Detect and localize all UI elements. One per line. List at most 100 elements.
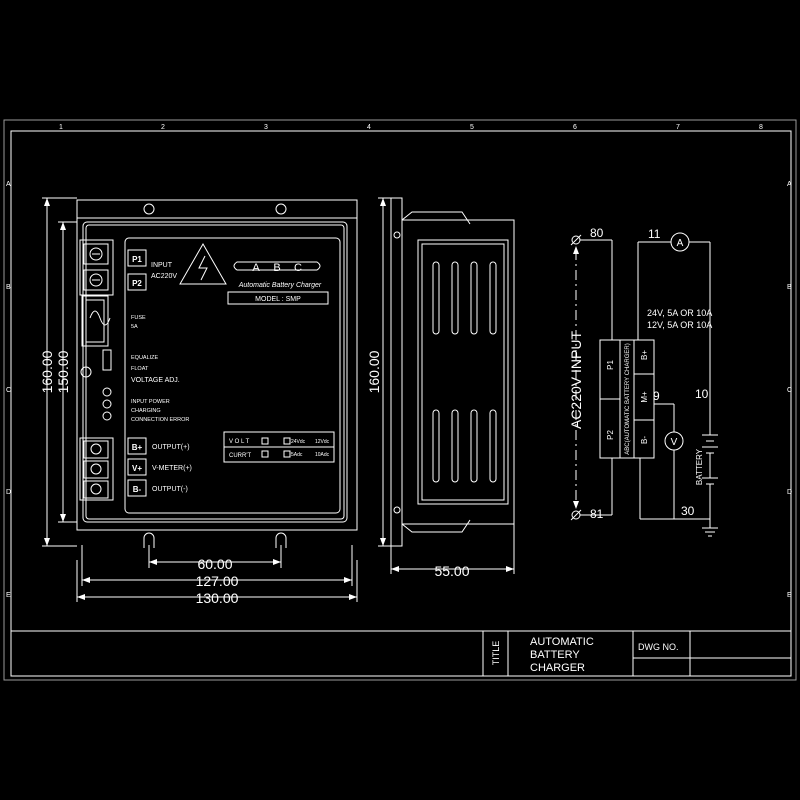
row-marker: B xyxy=(6,284,11,291)
pin-bminus-label: B- xyxy=(640,436,649,444)
row-marker: A xyxy=(6,181,11,188)
row-marker: C xyxy=(6,387,11,394)
col-marker: 4 xyxy=(367,124,371,131)
node-30-label: 30 xyxy=(681,504,695,518)
dim-width-130: 130.00 xyxy=(196,590,239,606)
column-markers: 1 2 3 4 5 6 7 8 xyxy=(59,124,763,131)
fuse-holder xyxy=(81,295,109,347)
brand-letter: B xyxy=(273,262,280,274)
product-name-label: Automatic Battery Charger xyxy=(238,282,322,289)
fuse-label: FUSE xyxy=(131,315,146,321)
row-marker: B xyxy=(787,284,792,291)
dim-height-inner: 150.00 xyxy=(55,350,71,393)
volt-checkbox xyxy=(283,437,291,445)
input-label: INPUT xyxy=(151,262,173,269)
voltage-adj-knob[interactable] xyxy=(80,366,92,378)
terminal-bplus-label: B+ xyxy=(132,443,143,452)
volt-checkbox xyxy=(261,437,269,445)
voltmeter-label: V xyxy=(671,437,678,448)
col-marker: 2 xyxy=(161,124,165,131)
terminal-block-input xyxy=(79,239,114,296)
float-label: FLOAT xyxy=(131,366,149,372)
dim-height-outer: 160.00 xyxy=(39,350,55,393)
node-80-label: 80 xyxy=(590,226,604,240)
curr-10-label: 10Adc xyxy=(315,452,330,458)
input-power-label: INPUT POWER xyxy=(131,399,170,405)
ammeter-label: A xyxy=(677,238,684,249)
equalize-label: EQUALIZE xyxy=(131,355,159,361)
mounting-slot xyxy=(143,532,155,548)
pin-p1-label: P1 xyxy=(606,360,615,370)
side-flange xyxy=(390,197,403,547)
input-voltage-label: AC220V xyxy=(151,273,177,280)
col-marker: 3 xyxy=(264,124,268,131)
title-block: TITLE AUTOMATIC BATTERY CHARGER DWG NO. xyxy=(491,636,679,674)
node-10-label: 10 xyxy=(695,387,709,401)
row-marker: A xyxy=(787,181,792,188)
module-name: ABC(AUTOMATIC BATTERY CHARGER) xyxy=(625,343,631,454)
connection-error-label: CONNECTION ERROR xyxy=(131,417,189,423)
output-minus-label: OUTPUT(-) xyxy=(152,486,188,493)
charging-label: CHARGING xyxy=(131,408,161,414)
rating-24-label: 24V, 5A OR 10A xyxy=(647,308,712,318)
pin-p2-label: P2 xyxy=(606,430,615,440)
row-markers: A B C D E A B C D E xyxy=(6,181,792,599)
battery-icon xyxy=(702,434,718,528)
title-line: BATTERY xyxy=(530,649,580,661)
drawing-frame xyxy=(3,119,797,681)
row-marker: D xyxy=(6,489,11,496)
dim-side-height: 160.00 xyxy=(366,350,382,393)
volt-12-label: 12Vdc xyxy=(315,439,330,445)
fuse-value: 5A xyxy=(131,324,138,330)
brand-letter: A xyxy=(252,262,260,274)
led-input-power xyxy=(102,387,112,397)
terminal-p1-label: P1 xyxy=(132,255,142,264)
curr-checkbox xyxy=(261,450,269,458)
model-label: MODEL : SMP xyxy=(255,296,301,303)
curr-5-label: 5Adc xyxy=(291,452,303,458)
wiring-schematic: 80 81 AC220V INPUT ABC(AUTOMATIC BATTERY… xyxy=(568,226,718,537)
battery-label: BATTERY xyxy=(695,448,704,485)
brand-banner xyxy=(233,261,321,271)
dim-width-60: 60.00 xyxy=(197,556,232,572)
pin-bplus-label: B+ xyxy=(640,350,649,360)
brand-letter: C xyxy=(294,262,302,274)
col-marker: 5 xyxy=(470,124,474,131)
terminal-block-output xyxy=(79,437,114,501)
dim-width-127: 127.00 xyxy=(196,573,239,589)
col-marker: 7 xyxy=(676,124,680,131)
high-voltage-warning-icon xyxy=(179,242,227,285)
terminal-vplus-label: V+ xyxy=(132,464,142,473)
col-marker: 8 xyxy=(759,124,763,131)
rating-12-label: 12V, 5A OR 10A xyxy=(647,320,712,330)
row-marker: E xyxy=(787,592,792,599)
terminal-bminus-label: B- xyxy=(133,485,142,494)
pin-mplus-label: M+ xyxy=(640,391,649,403)
mode-switch[interactable] xyxy=(102,349,112,371)
mounting-hole xyxy=(143,203,155,215)
volt-label: V O L T xyxy=(229,439,250,445)
led-connection-error xyxy=(102,411,112,421)
voltage-adj-label: VOLTAGE ADJ. xyxy=(131,377,180,384)
ground-icon xyxy=(702,527,718,537)
led-charging xyxy=(102,399,112,409)
row-marker: E xyxy=(6,592,11,599)
curr-checkbox xyxy=(283,450,291,458)
col-marker: 1 xyxy=(59,124,63,131)
title-line: AUTOMATIC xyxy=(530,636,594,648)
row-marker: D xyxy=(787,489,792,496)
row-marker: C xyxy=(787,387,792,394)
front-view: P1 P2 B+ V+ B- INPUT AC220V A B C Automa… xyxy=(39,197,358,606)
title-tag: TITLE xyxy=(491,641,501,666)
front-chassis-outline xyxy=(76,199,358,531)
title-line: CHARGER xyxy=(530,662,585,674)
node-81-label: 81 xyxy=(590,507,604,521)
node-11-label: 11 xyxy=(648,227,661,241)
side-body xyxy=(401,219,515,525)
ac-input-label: AC220V INPUT xyxy=(568,331,584,429)
vmeter-plus-label: V-METER(+) xyxy=(152,465,192,472)
mounting-slot xyxy=(275,532,287,548)
volt-24-label: 24Vdc xyxy=(291,439,306,445)
col-marker: 6 xyxy=(573,124,577,131)
